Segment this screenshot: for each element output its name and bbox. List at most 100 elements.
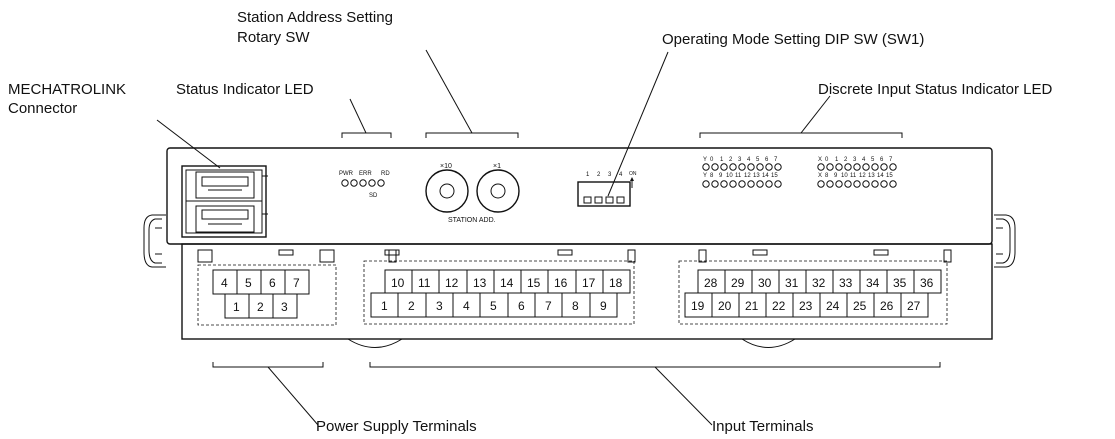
dip-pos-3: 3: [608, 172, 612, 178]
terminal-b36: 36: [920, 276, 934, 290]
terminal-b33: 33: [839, 276, 853, 290]
led-y-top-label: 0: [710, 157, 714, 163]
terminal-b31: 31: [785, 276, 799, 290]
dip-pos-4: 4: [619, 172, 623, 178]
led-x-bottom-label: 12: [859, 173, 866, 179]
terminal-a2: 2: [408, 299, 415, 313]
led-x-bottom-label: 10: [841, 173, 848, 179]
terminal-a13: 13: [473, 276, 487, 290]
terminal-a9: 9: [600, 299, 607, 313]
terminal-a5: 5: [490, 299, 497, 313]
led-x-top-label: 6: [880, 157, 884, 163]
terminal-a8: 8: [572, 299, 579, 313]
led-x-bottom-label: 15: [886, 173, 893, 179]
terminal-b27: 27: [907, 299, 921, 313]
led-x-bottom-label: 14: [877, 173, 884, 179]
input-led-group-x: X 0 1 2 3 4 5 6 7 X 8 9 10 11 12 13 14 1…: [817, 157, 897, 188]
terminal-b32: 32: [812, 276, 826, 290]
terminal-b26: 26: [880, 299, 894, 313]
led-y-bottom-label: 13: [753, 173, 760, 179]
terminal-b34: 34: [866, 276, 880, 290]
led-y-top-label: 2: [729, 157, 733, 163]
callout-station-address-2: Rotary SW: [237, 29, 310, 46]
terminal-b25: 25: [853, 299, 867, 313]
led-y-top-label: 4: [747, 157, 751, 163]
terminal-a18: 18: [609, 276, 623, 290]
terminal-b28: 28: [704, 276, 718, 290]
dip-switch-sw1: 1 2 3 4 ON: [577, 171, 637, 207]
terminal-p5: 5: [245, 276, 252, 290]
led-x-top-label: 2: [844, 157, 848, 163]
led-y-top-label: 3: [738, 157, 742, 163]
terminal-block-tabs: [197, 249, 952, 263]
led-x-prefix-bottom: X: [818, 173, 822, 179]
terminal-b30: 30: [758, 276, 772, 290]
terminal-p3: 3: [281, 300, 288, 314]
bottom-foot-left: [347, 338, 403, 348]
led-y-bottom-label: 14: [762, 173, 769, 179]
rotary-switch-x10-knob: [439, 183, 455, 199]
terminal-b21: 21: [745, 299, 759, 313]
terminal-p6: 6: [269, 276, 276, 290]
rotary-label-station-add: STATION ADD.: [448, 217, 496, 224]
led-y-top-label: 1: [720, 157, 724, 163]
led-x-top-label: 3: [853, 157, 857, 163]
led-label-pwr: PWR: [339, 171, 354, 177]
terminal-b24: 24: [826, 299, 840, 313]
callout-station-address-1: Station Address Setting: [237, 9, 393, 26]
terminal-a4: 4: [463, 299, 470, 313]
led-x-bottom-label: 9: [834, 173, 838, 179]
terminal-a11: 11: [418, 276, 431, 290]
led-y-bottom-label: 11: [735, 173, 742, 179]
rotary-switches: ×10 ×1 STATION ADD.: [425, 163, 520, 224]
dip-pos-2: 2: [597, 172, 601, 178]
led-sd: [368, 179, 376, 187]
mechatrolink-connector: [181, 165, 268, 238]
callout-mechatrolink-2: Connector: [8, 100, 77, 117]
led-x-top-label: 0: [825, 157, 829, 163]
input-led-group-y: Y 0 1 2 3 4 5 6 7 Y 8 9 10 11 12 13 14 1…: [702, 157, 782, 188]
terminal-b20: 20: [718, 299, 732, 313]
housing-upper-panel: [166, 147, 993, 245]
dip-on-label: ON: [629, 171, 637, 177]
terminal-a10: 10: [391, 276, 405, 290]
led-x-bottom-label: 8: [825, 173, 829, 179]
led-pwr: [341, 179, 349, 187]
terminal-a14: 14: [500, 276, 514, 290]
terminal-p1: 1: [233, 300, 240, 314]
terminal-a1: 1: [381, 299, 388, 313]
led-x-top-label: 7: [889, 157, 893, 163]
led-y-bottom-label: 8: [710, 173, 714, 179]
led-y-bottom-label: 9: [719, 173, 723, 179]
rotary-label-x1: ×1: [493, 163, 501, 170]
callout-operating-mode: Operating Mode Setting DIP SW (SW1): [662, 31, 924, 48]
rotary-switch-x1-knob: [490, 183, 506, 199]
led-y-prefix-top: Y: [703, 157, 707, 163]
led-x-top-label: 5: [871, 157, 875, 163]
terminal-p7: 7: [293, 276, 300, 290]
dip-on-arrowhead: [630, 177, 634, 181]
callout-leaders: [156, 49, 941, 426]
terminal-p4: 4: [221, 276, 228, 290]
led-x-prefix-top: X: [818, 157, 822, 163]
led-x-top-label: 1: [835, 157, 839, 163]
terminal-a12: 12: [445, 276, 459, 290]
terminal-b23: 23: [799, 299, 813, 313]
left-mounting-bracket: [143, 214, 166, 268]
led-x-bottom-label: 11: [850, 173, 857, 179]
led-y-bottom-label: 15: [771, 173, 778, 179]
led-y-bottom-label: 12: [744, 173, 751, 179]
callout-power-supply-terminals: Power Supply Terminals: [316, 418, 477, 435]
led-x-top-label: 4: [862, 157, 866, 163]
led-label-rd: RD: [381, 171, 390, 177]
terminal-a3: 3: [436, 299, 443, 313]
input-terminal-block-1: 10 11 12 13 14 15 16 17 18 1 2 3 4 5 6 7…: [363, 260, 635, 325]
led-label-err: ERR: [359, 171, 372, 177]
terminal-b29: 29: [731, 276, 745, 290]
terminal-p2: 2: [257, 300, 264, 314]
led-err-2: [359, 179, 367, 187]
input-terminal-block-2: 28 29 30 31 32 33 34 35 36 19 20 21 22 2…: [678, 260, 948, 325]
callout-input-terminals: Input Terminals: [712, 418, 813, 435]
terminal-a16: 16: [554, 276, 568, 290]
